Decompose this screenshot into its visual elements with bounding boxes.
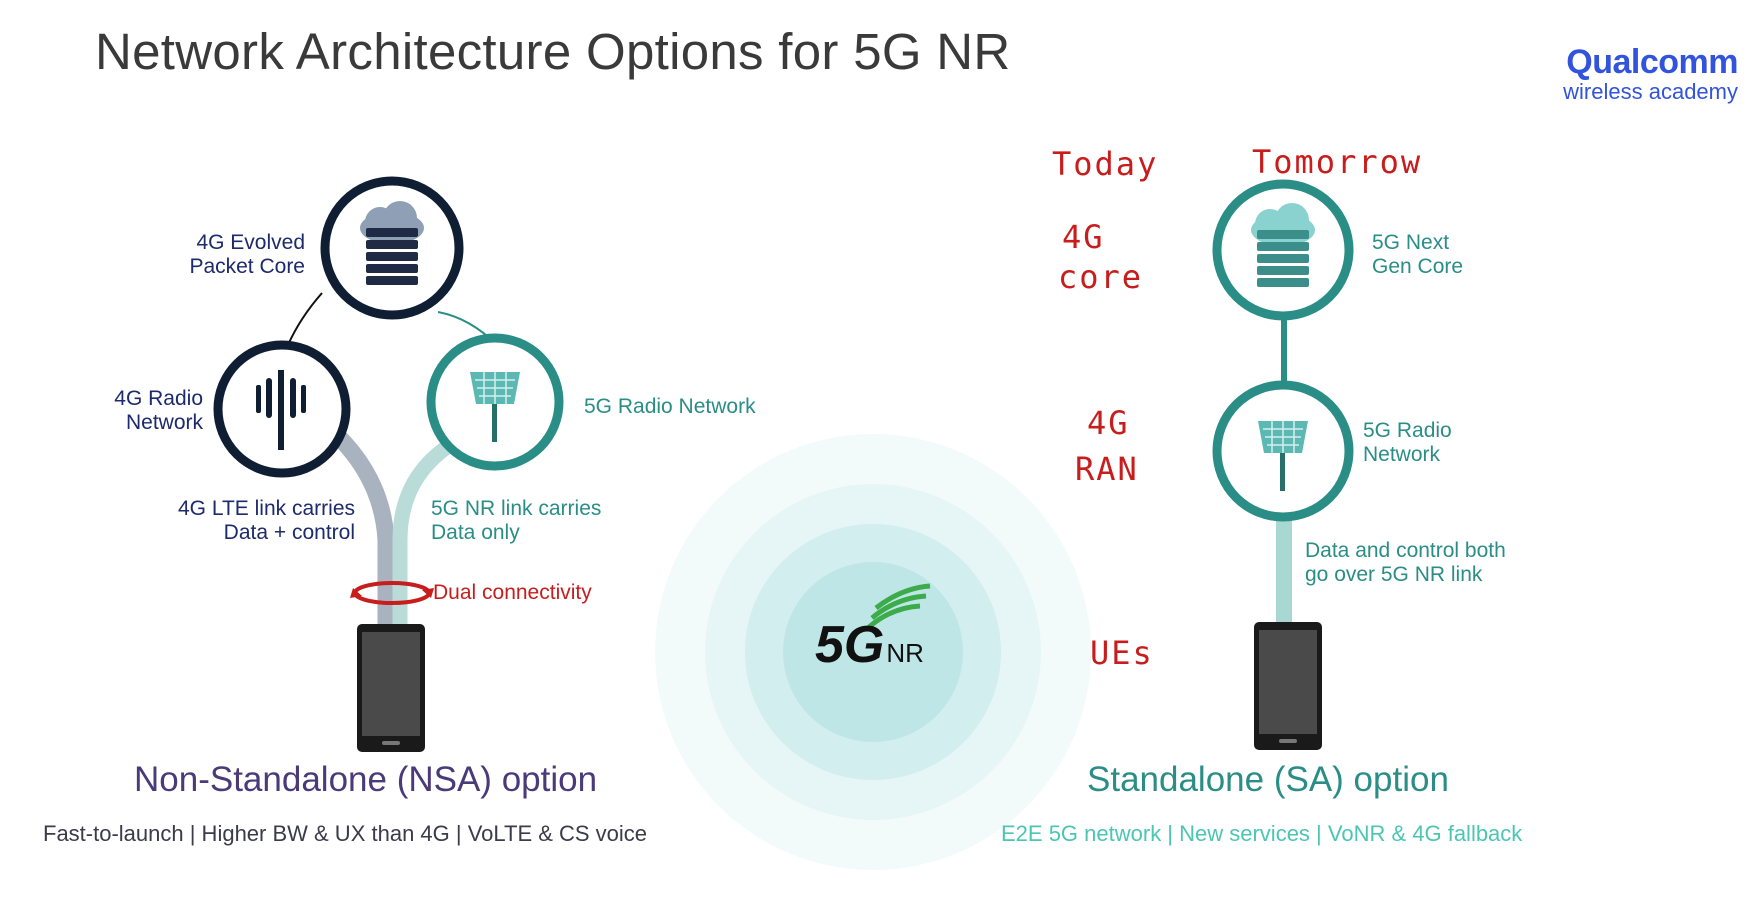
5g-antenna-icon-sa [1258, 421, 1308, 491]
5g-signal-icon [866, 583, 931, 630]
antenna-icon [256, 370, 306, 450]
logo-subtitle: wireless academy [1563, 79, 1738, 104]
sa-features: E2E 5G network | New services | VoNR & 4… [1001, 821, 1523, 846]
lte-link-label-line2: Data + control [223, 521, 355, 544]
5g-core-node [1212, 179, 1354, 321]
handwritten-ues: UEs [1090, 634, 1154, 672]
page-title: Network Architecture Options for 5G NR [95, 23, 1011, 80]
4g-radio-node [213, 340, 351, 478]
sa-link-label-line2: go over 5G NR link [1305, 563, 1483, 586]
sa-nr-link-pipe [1276, 520, 1292, 624]
5g-radio-node-nsa [426, 333, 564, 471]
qualcomm-logo: Qualcomm wireless academy [1528, 44, 1738, 104]
5g-radio-node-sa [1212, 380, 1354, 522]
radio-4g-label-line1: 4G Radio [114, 387, 203, 410]
lte-link-label-line1: 4G LTE link carries [178, 497, 355, 520]
nsa-phone-icon [357, 624, 425, 752]
nr-link-label-line1: 5G NR link carries [431, 497, 602, 520]
handwritten-4g-ran-line1: 4G [1087, 404, 1130, 442]
center-5g-nr-rings [655, 434, 1091, 870]
5g-core-label-line1: 5G Next [1372, 231, 1450, 254]
5g-core-label: 5G Next Gen Core [1372, 231, 1463, 279]
epc-label: 4G Evolved Packet Core [150, 231, 305, 279]
nr-link-label-line2: Data only [431, 521, 520, 544]
dual-connectivity-icon [350, 581, 434, 605]
5g-antenna-icon [470, 372, 520, 442]
handwritten-4g-core-line1: 4G [1062, 218, 1105, 256]
epc-label-line2: Packet Core [189, 255, 305, 278]
sa-phone-icon [1254, 622, 1322, 750]
sa-core-radio-link [1281, 313, 1287, 388]
nr-link-label: 5G NR link carries Data only [431, 497, 601, 545]
lte-link-label: 4G LTE link carries Data + control [120, 497, 355, 545]
4g-epc-node [320, 176, 464, 320]
nsa-option-title: Non-Standalone (NSA) option [134, 760, 598, 799]
radio-4g-label-line2: Network [125, 411, 203, 434]
handwritten-4g-ran-line2: RAN [1075, 450, 1139, 488]
cloud-server-icon [360, 201, 424, 285]
5g-core-label-line2: Gen Core [1372, 255, 1464, 278]
sa-link-label-line1: Data and control both [1305, 539, 1506, 562]
sa-radio-label: 5G Radio Network [1363, 419, 1452, 467]
cloud-server-icon-5g [1251, 203, 1315, 287]
dual-connectivity-label: Dual connectivity [433, 581, 592, 604]
sa-radio-label-line2: Network [1363, 443, 1441, 466]
handwritten-today: Today [1052, 145, 1159, 183]
nsa-features: Fast-to-launch | Higher BW & UX than 4G … [43, 821, 648, 846]
logo-brand: Qualcomm [1566, 43, 1738, 81]
sa-link-label: Data and control both go over 5G NR link [1305, 539, 1506, 587]
handwritten-4g-core-line2: core [1058, 258, 1144, 296]
radio-4g-label: 4G Radio Network [90, 387, 203, 435]
5g-nr-logo: 5GNR [815, 615, 924, 675]
handwritten-tomorrow: Tomorrow [1252, 143, 1423, 181]
sa-radio-label-line1: 5G Radio [1363, 419, 1452, 442]
sa-option-title: Standalone (SA) option [1087, 760, 1449, 799]
5g-nr-small: NR [886, 638, 924, 668]
core-to-4g-link [287, 292, 323, 346]
5g-nr-big: 5G [815, 616, 885, 674]
radio-5g-label: 5G Radio Network [584, 395, 756, 418]
epc-label-line1: 4G Evolved [196, 231, 305, 254]
